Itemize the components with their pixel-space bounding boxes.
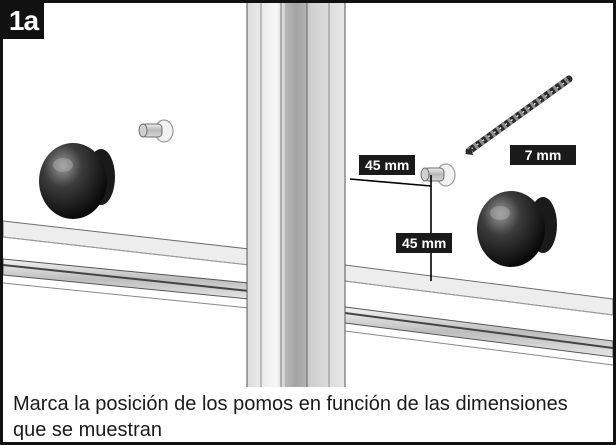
door-drawing: [3, 3, 613, 387]
step-number-badge: 1a: [3, 3, 44, 39]
dimension-lines: [349, 175, 432, 281]
right-screw: [420, 163, 456, 187]
drill-bit-size-label: 7 mm: [510, 145, 576, 165]
left-knob: [39, 143, 115, 219]
left-screw: [138, 119, 174, 143]
vertical-dimension-label: 45 mm: [396, 233, 453, 253]
instruction-caption: Marca la posición de los pomos en funció…: [13, 393, 568, 441]
center-frame-post: [246, 3, 346, 387]
horizontal-dimension-label: 45 mm: [359, 155, 416, 175]
assembly-illustration: 45 mm 45 mm 7 mm 1a: [3, 3, 613, 387]
drill-bit: [465, 75, 573, 155]
right-knob: [477, 191, 557, 267]
